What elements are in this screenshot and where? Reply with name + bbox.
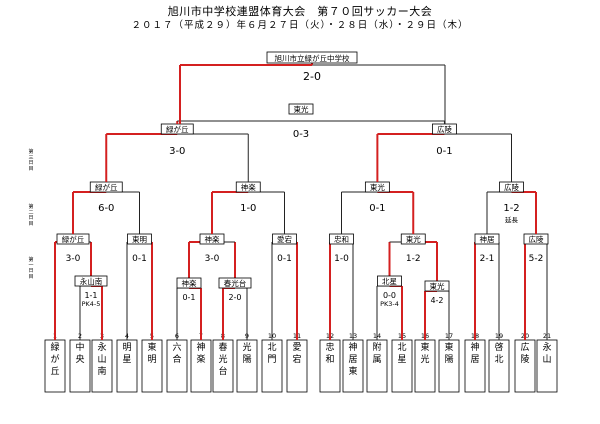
winner-label: 東光	[294, 104, 309, 114]
match-score: 1-0	[334, 254, 349, 264]
winner-label: 東明	[132, 234, 147, 244]
team-name: 中央	[75, 341, 84, 365]
team-name: 光陽	[242, 341, 251, 365]
winner-label: 東光	[370, 182, 385, 192]
winner-label: 緑が丘	[166, 124, 189, 134]
match-score: 0-1	[369, 203, 385, 214]
team-name: 春光台	[218, 341, 227, 377]
match-score: 5-2	[529, 254, 544, 264]
match-score: 2-1	[480, 254, 495, 264]
winner-label: 忠和	[334, 235, 349, 244]
match-note: PK4-5	[82, 300, 101, 308]
team-name: 忠和	[325, 342, 334, 365]
team-name: 明星	[122, 342, 131, 365]
match-score: 0-1	[132, 254, 147, 264]
winner-label: 愛宕	[277, 234, 292, 244]
winner-label: 神居	[480, 234, 495, 244]
round-label-day1: 第一日目	[28, 257, 34, 280]
winner-label: 春光台	[224, 278, 247, 288]
team-name: 東陽	[444, 341, 453, 365]
match-note: 延長	[505, 215, 519, 224]
team-name: 神楽	[196, 341, 205, 365]
match-score: 6-0	[98, 203, 114, 214]
winner-label-box	[176, 277, 202, 289]
winner-label: 広陵	[437, 124, 452, 134]
winner-label: 東光	[430, 281, 445, 291]
winner-label-box	[74, 275, 108, 287]
match-score: 3-0	[169, 146, 185, 157]
team-name: 東光	[420, 341, 429, 365]
match-score: 1-0	[240, 203, 256, 214]
team-name: 北星	[397, 342, 406, 365]
match-score: 0-0	[383, 291, 396, 300]
final-score: 2-0	[303, 70, 321, 83]
team-name: 広陵	[520, 341, 529, 365]
winner-label: 緑が丘	[62, 234, 85, 244]
match-score: 2-0	[228, 293, 241, 302]
winner-label: 広陵	[504, 182, 519, 192]
match-score: 3-0	[205, 254, 220, 264]
team-name: 神居	[470, 341, 479, 365]
winner-label: 広陵	[529, 234, 544, 244]
winner-label: 北星	[382, 277, 397, 286]
team-name: 啓北	[494, 341, 503, 365]
champion-label: 旭川市立緑が丘中学校	[275, 53, 350, 63]
match-score: 0-1	[277, 254, 292, 264]
team-name: 東明	[147, 341, 156, 365]
team-name: 緑が丘	[50, 341, 59, 377]
winner-label: 神楽	[205, 234, 220, 244]
match-score: 1-2	[503, 203, 519, 214]
winner-label-box	[288, 103, 314, 115]
match-score: 0-3	[293, 129, 309, 140]
winner-label: 永山南	[80, 276, 103, 286]
winner-label: 神楽	[182, 278, 197, 288]
match-score: 1-2	[406, 254, 421, 264]
match-score: 3-0	[66, 254, 81, 264]
winner-label-box	[218, 277, 252, 289]
team-name: 神居東	[348, 341, 357, 377]
team-name: 北門	[267, 342, 276, 365]
winner-label: 神楽	[241, 182, 256, 192]
match-score: 1-1	[84, 291, 97, 300]
page-subtitle: ２０１７（平成２９）年６月２７日（火）・２８日（水）・２９日（木）	[131, 20, 469, 31]
match-score: 0-1	[182, 293, 195, 302]
round-label-day2: 第二日目	[28, 204, 34, 227]
page-title: 旭川市中学校連盟体育大会 第７０回サッカー大会	[167, 5, 433, 18]
team-name: 永山	[542, 341, 551, 365]
match-note: PK3-4	[380, 300, 399, 308]
champion-box	[266, 51, 358, 64]
team-name: 附属	[372, 341, 381, 365]
team-name: 愛宕	[292, 341, 301, 365]
winner-label-box	[377, 275, 402, 287]
team-name: 六合	[172, 341, 181, 365]
winner-label: 緑が丘	[95, 182, 118, 192]
round-label-day3: 第三日目	[28, 149, 34, 172]
match-score: 4-2	[430, 296, 443, 305]
winner-label-box	[424, 280, 450, 292]
team-name: 永山南	[97, 341, 106, 377]
winner-label: 東光	[406, 234, 421, 244]
match-score: 0-1	[436, 146, 452, 157]
